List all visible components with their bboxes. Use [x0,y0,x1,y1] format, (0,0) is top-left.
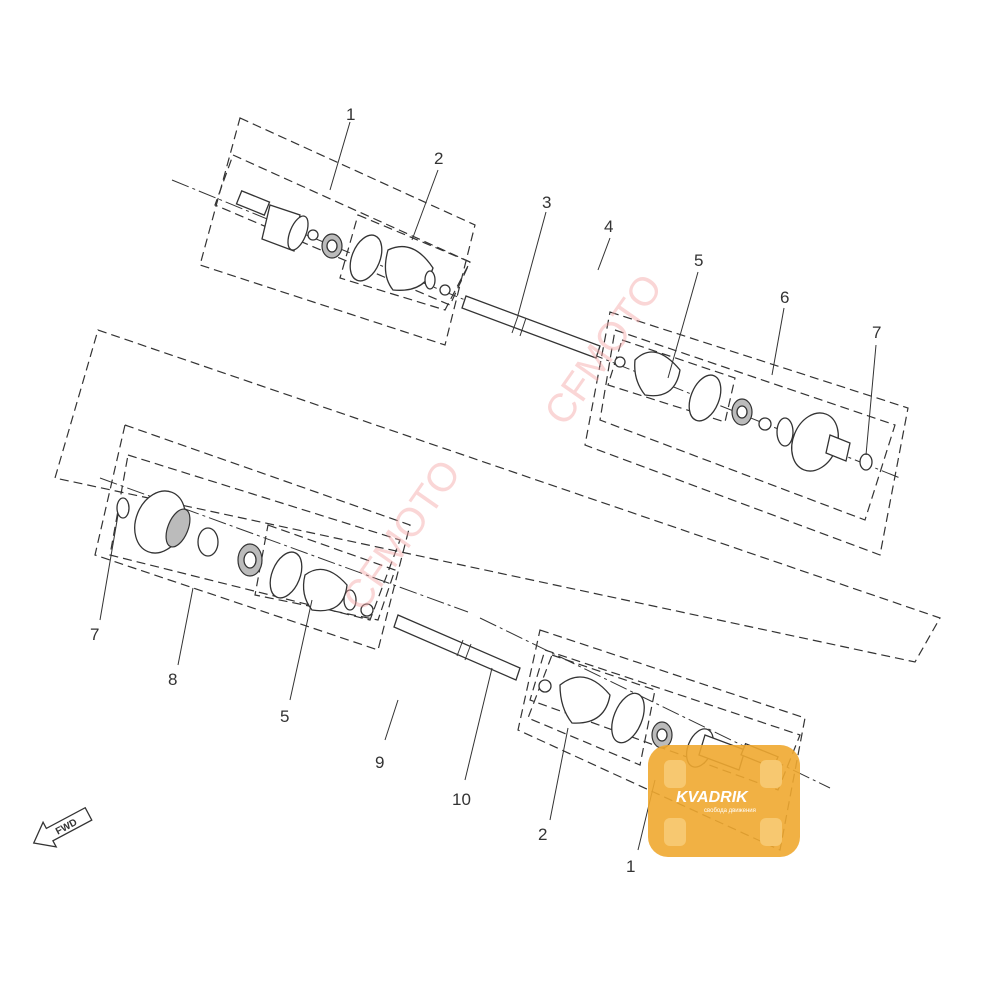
cage-lower-right [651,721,673,749]
clamp-ring-upper-left [349,234,383,282]
callout-6: 6 [780,288,789,307]
callout-5-bottom: 5 [280,707,289,726]
callout-1-top: 1 [346,105,355,124]
callout-10: 10 [452,790,471,809]
circlip-upper-right [614,356,626,368]
group-box-1-upper [199,117,476,346]
snap-ring-lower-left [116,497,130,519]
ring-upper-right [776,417,794,447]
callout-2-top: 2 [434,149,443,168]
cage-upper-right [731,398,753,426]
group-box-5-upper [607,339,736,423]
group-box-9 [94,424,411,651]
shaft-upper [461,295,601,359]
shaft-lower [393,614,521,681]
leader-lines [99,121,877,851]
fwd-label: FWD [54,817,79,837]
outer-housing-lower-left [134,490,191,554]
group-box-2-upper [339,214,471,311]
group-box-8 [109,454,401,621]
circlip-upper-left [307,229,319,241]
kvadrik-logo: KVADRIK свобода движения [648,745,800,857]
group-box-6 [599,329,896,521]
callout-numbers: 1 2 3 4 5 6 7 7 8 5 9 10 2 1 [90,105,881,876]
outer-cv-joint-upper [235,190,309,252]
small-clamp-upper-left [439,284,451,296]
inner-box-upper-left [214,154,471,306]
callout-7-bottom: 7 [90,625,99,644]
callout-5-top: 5 [694,251,703,270]
callout-8: 8 [168,670,177,689]
snap-ring-upper-right [859,453,873,471]
callout-3: 3 [542,193,551,212]
callout-1-bottom: 1 [626,857,635,876]
clamp-ring-lower-left [269,551,303,599]
boot-upper-left [384,245,436,291]
callout-4: 4 [604,217,613,236]
ring-lower-left [197,527,219,557]
clamp-ring-upper-right [688,374,722,422]
fwd-arrow-icon: FWD [32,806,93,848]
cage-lower-left [237,543,263,577]
circlip-upper-right-2 [758,417,772,431]
outer-housing-upper-right [791,412,851,472]
callout-2-bottom: 2 [538,825,547,844]
circlip-lower-left [360,603,374,617]
group-box-2-lower [527,654,656,766]
callout-7-top: 7 [872,323,881,342]
group-box-4 [584,311,909,556]
callout-9: 9 [375,753,384,772]
logo-tagline: свобода движения [704,808,756,814]
boot-upper-right [634,351,681,397]
boot-lower-left [302,568,357,612]
svg-text:CFMOTO: CFMOTO [334,452,469,619]
group-box-5-lower [254,524,396,621]
clamp-ring-lower-right [611,692,645,744]
logo-name: KVADRIK [676,789,749,806]
pair-link-box [54,329,941,663]
circlip-lower-right [538,679,552,693]
cage-upper-left [321,233,343,259]
upper-shaft-assembly [171,117,909,556]
boot-lower-right [559,676,611,724]
